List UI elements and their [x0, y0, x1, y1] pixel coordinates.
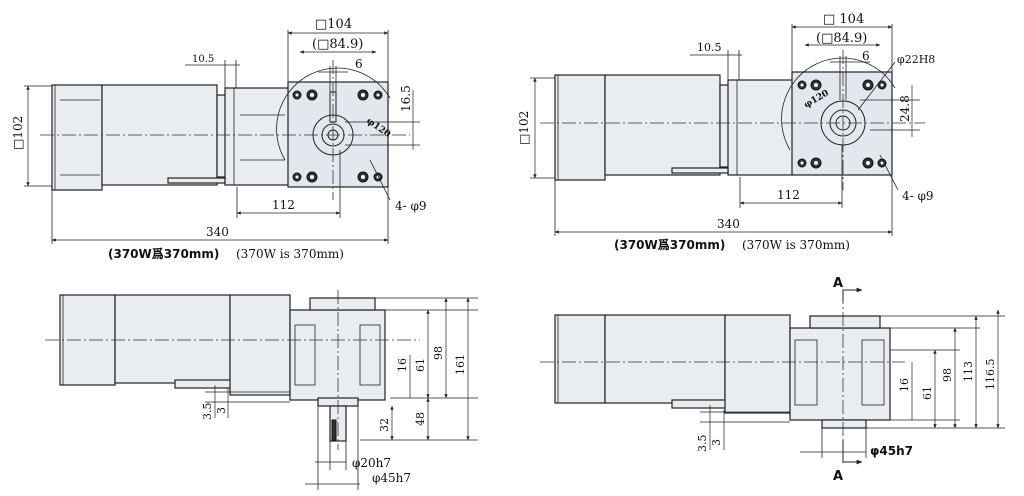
view-top-left: □104 (□84.9) 6 10.5 16.5 □102 φ120 112 4…: [11, 17, 427, 261]
section-a-bottom: A: [833, 469, 843, 484]
bolt-holes: [292, 89, 383, 183]
dim-shaft-height-16-5: 16.5: [399, 85, 413, 112]
gearbox: [727, 79, 794, 176]
motor-end-cap: [554, 314, 606, 404]
dim-3: 3: [710, 439, 723, 446]
dim-total-340: 340: [206, 225, 229, 239]
dim-48: 48: [414, 412, 427, 426]
dim-square-104: □104: [315, 17, 352, 32]
dim-shaft-45h7: φ45h7: [372, 471, 411, 485]
view-bottom-left: 16 61 98 161 48 32 3.5 3 φ20h7 φ45h7: [45, 290, 478, 490]
gearbox: [724, 314, 791, 414]
caption-cn: (370W爲370mm): [614, 237, 725, 252]
dim-key-6: 6: [355, 57, 363, 71]
section-a-top: A: [833, 276, 843, 291]
dim-pcd-84-9: (□84.9): [312, 37, 363, 52]
dim-body-102: □102: [11, 116, 25, 150]
gearbox: [229, 294, 291, 396]
dim-161: 161: [454, 354, 467, 375]
dim-3-5: 3.5: [201, 403, 214, 421]
dim-98: 98: [941, 368, 954, 382]
dim-bore-22h8: φ22H8: [897, 53, 935, 66]
bolt-holes: [797, 79, 887, 169]
dim-116-5: 116.5: [984, 359, 997, 391]
caption-en: (370W is 370mm): [236, 247, 344, 261]
dim-3-5: 3.5: [696, 435, 709, 453]
dim-pcd-84-9: (□84.9): [816, 31, 867, 46]
motor-body: [114, 294, 231, 384]
dim-16: 16: [898, 378, 911, 392]
dim-key-6: 6: [862, 49, 870, 63]
dim-holes-4-phi-9: 4- φ9: [395, 199, 427, 213]
motor-end-cap: [554, 74, 606, 181]
dim-113: 113: [962, 361, 975, 382]
view-top-right: □ 104 (□84.9) 6 φ22H8 10.5 24.8 □102 φ12…: [517, 12, 935, 252]
dim-length-112: 112: [272, 198, 295, 212]
dim-square-104: □ 104: [823, 12, 864, 27]
gear-housing: [289, 309, 386, 401]
dim-offset-10-5: 10.5: [697, 41, 722, 54]
dim-32: 32: [378, 418, 391, 432]
caption-cn: (370W爲370mm): [108, 246, 219, 261]
dim-bore-depth-24-8: 24.8: [898, 95, 912, 122]
dim-body-102: □102: [517, 111, 531, 145]
gear-housing: [789, 327, 891, 421]
motor-body: [604, 74, 721, 176]
dim-98: 98: [432, 346, 445, 360]
output-boss: [821, 419, 867, 429]
gearbox: [224, 87, 291, 186]
dim-61: 61: [921, 386, 934, 400]
dim-3: 3: [215, 407, 228, 414]
view-bottom-right: A A 16 61 98 113 116.5 3.5 3 φ45h7: [540, 276, 1005, 484]
dim-61: 61: [414, 358, 427, 372]
motor-body: [604, 314, 726, 404]
dim-16: 16: [396, 358, 409, 372]
caption-en: (370W is 370mm): [742, 238, 850, 252]
motor-end-cap: [51, 84, 103, 191]
dim-shaft-20h7: φ20h7: [352, 456, 391, 470]
dim-length-112: 112: [777, 188, 800, 202]
dim-total-340: 340: [717, 217, 740, 231]
dim-holes-4-phi-9: 4- φ9: [902, 189, 934, 203]
dim-offset-10-5: 10.5: [192, 54, 214, 65]
dim-boss-45h7: φ45h7: [870, 444, 913, 458]
